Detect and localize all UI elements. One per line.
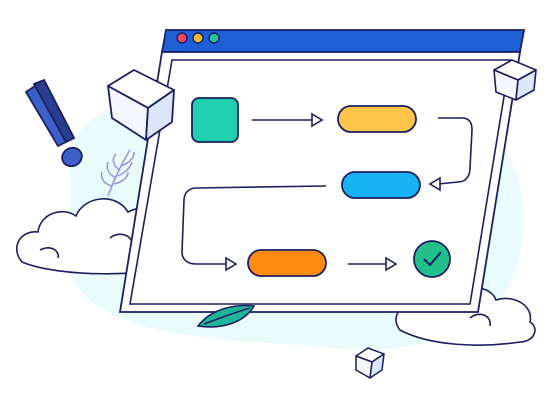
maximize-dot: [208, 32, 220, 44]
cube-icon: [493, 59, 537, 101]
start-square: [191, 97, 239, 143]
close-dot: [176, 32, 188, 44]
connector-3: [181, 185, 327, 265]
cube-icon: [107, 69, 175, 141]
cube-icon: [355, 347, 385, 379]
wheat-icon: [100, 149, 135, 197]
minimize-dot: [192, 32, 204, 44]
exclamation-icon: [24, 78, 83, 168]
flow-connectors: [181, 112, 473, 272]
step-yellow: [337, 105, 417, 133]
done-check: [413, 240, 451, 278]
connector-2: [437, 117, 473, 185]
step-orange: [247, 249, 327, 277]
leaf-icon: [196, 304, 256, 328]
check-icon: [423, 251, 442, 267]
step-blue: [341, 171, 421, 199]
